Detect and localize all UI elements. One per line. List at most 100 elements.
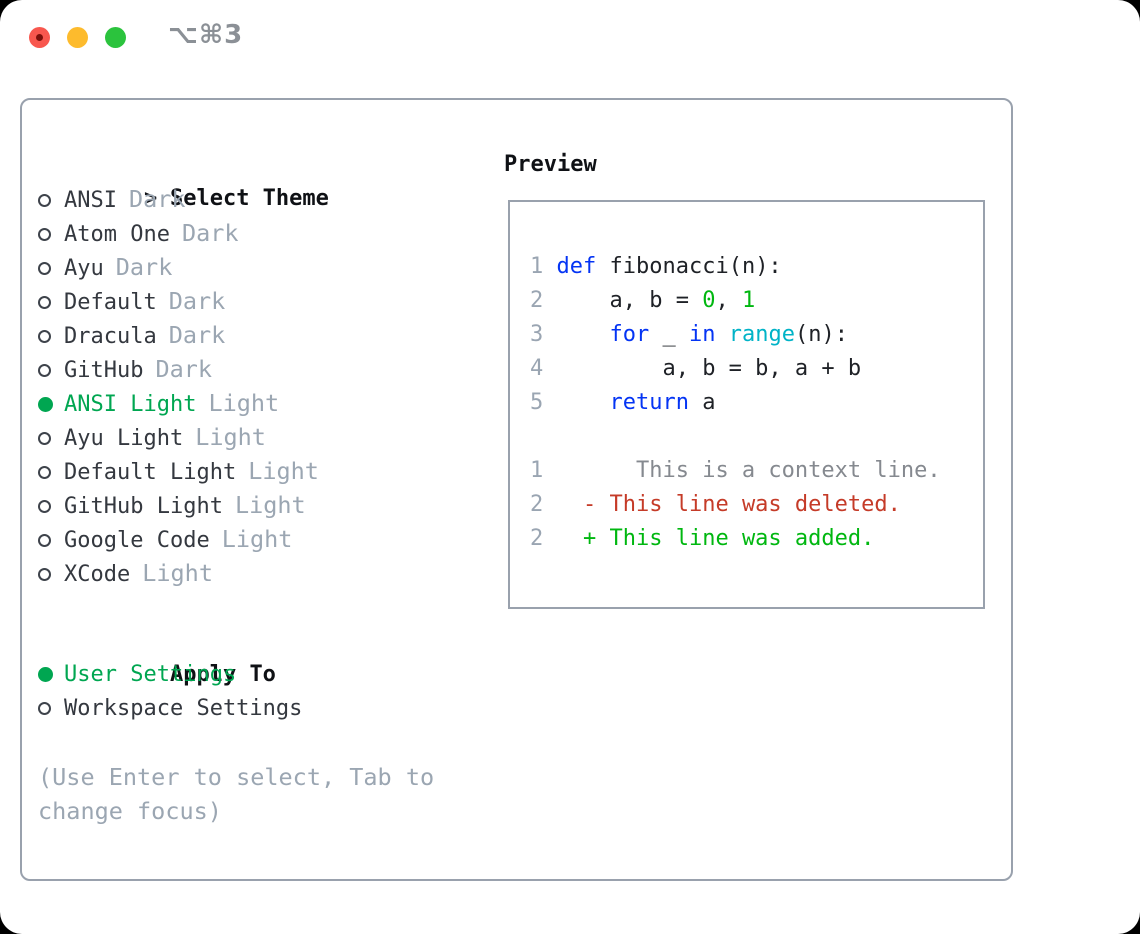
- theme-option-ayu-light[interactable]: Ayu Light Light: [38, 420, 468, 454]
- preview-line: 2 a, b = 0, 1: [530, 284, 983, 318]
- apply-option-workspace-settings[interactable]: Workspace Settings: [38, 692, 468, 726]
- code-segment-fg: [557, 390, 610, 415]
- window-title: ⌥⌘3: [168, 20, 244, 50]
- radio-selected-icon: [38, 397, 53, 412]
- code-segment-fg: a, b =: [556, 288, 703, 313]
- theme-option-label: ANSI Light: [64, 392, 197, 417]
- code-segment-fg: [557, 526, 584, 551]
- line-number: 2: [530, 492, 557, 517]
- code-segment-fg: a: [688, 390, 716, 415]
- line-number: 1: [530, 458, 557, 483]
- code-segment-kw: for: [609, 322, 650, 347]
- radio-icon: [38, 194, 51, 207]
- apply-option-label: User Settings: [64, 662, 237, 687]
- apply-option-user-settings[interactable]: User Settings: [38, 658, 468, 692]
- line-number: 2: [530, 288, 557, 313]
- select-theme-header: > Select Theme: [38, 148, 468, 211]
- preview-line: 2 + This line was added.: [530, 522, 983, 556]
- apply-to-title: Apply To: [169, 662, 276, 687]
- preview-line: 1 def fibonacci(n):: [530, 250, 983, 284]
- code-segment-fn: range: [728, 322, 795, 347]
- apply-option-label: Workspace Settings: [64, 696, 303, 721]
- zoom-button[interactable]: [105, 27, 126, 48]
- line-number: 3: [530, 322, 557, 347]
- code-segment-fg: fibonacci(n):: [596, 254, 782, 279]
- theme-variant-label: Dark: [128, 185, 186, 213]
- theme-option-atom-one[interactable]: Atom One Dark: [38, 216, 468, 250]
- theme-option-ansi[interactable]: ANSI Dark: [38, 182, 468, 216]
- code-segment-kw: in: [688, 322, 716, 347]
- radio-icon: [38, 702, 51, 715]
- spacer: [38, 590, 468, 624]
- theme-option-label: Atom One: [64, 222, 170, 247]
- radio-icon: [38, 500, 51, 513]
- radio-icon: [38, 262, 51, 275]
- line-number: 4: [530, 356, 557, 381]
- preview-line: 5 return a: [530, 386, 983, 420]
- theme-option-github[interactable]: GitHub Dark: [38, 352, 468, 386]
- line-number: 5: [530, 390, 557, 415]
- radio-icon: [38, 534, 51, 547]
- code-segment-fg: a, b = b, a + b: [556, 356, 862, 381]
- theme-option-label: GitHub: [64, 358, 144, 383]
- theme-option-label: Dracula: [64, 324, 157, 349]
- radio-icon: [38, 296, 51, 309]
- radio-icon: [38, 330, 51, 343]
- theme-option-label: Default Light: [64, 460, 237, 485]
- theme-option-label: Google Code: [64, 528, 210, 553]
- preview-line: 4 a, b = b, a + b: [530, 352, 983, 386]
- theme-option-label: ANSI: [64, 188, 117, 213]
- code-segment-fg: (n):: [794, 322, 848, 347]
- select-theme-title: Select Theme: [169, 186, 329, 211]
- line-number: 2: [530, 526, 557, 551]
- apply-to-header: Apply To: [38, 624, 468, 687]
- theme-option-label: Ayu: [64, 256, 104, 281]
- code-segment-fg: [715, 322, 728, 347]
- theme-option-label: Ayu Light: [64, 426, 184, 451]
- minimize-button[interactable]: [67, 27, 88, 48]
- theme-variant-label: Light: [248, 457, 319, 485]
- prompt-icon: >: [143, 186, 158, 211]
- code-segment-kw: def: [556, 254, 597, 279]
- radio-icon: [38, 432, 51, 445]
- theme-variant-label: Light: [234, 491, 306, 519]
- theme-variant-label: Dark: [168, 321, 226, 349]
- theme-variant-label: Dark: [181, 219, 239, 247]
- code-segment-add: + This line was added.: [583, 526, 875, 551]
- theme-variant-label: Dark: [155, 355, 213, 383]
- theme-variant-label: Dark: [115, 253, 173, 281]
- close-button[interactable]: [29, 27, 50, 48]
- theme-option-dracula[interactable]: Dracula Dark: [38, 318, 468, 352]
- radio-icon: [38, 364, 51, 377]
- close-dot-icon: [36, 34, 43, 41]
- theme-variant-label: Light: [195, 423, 266, 451]
- code-segment-fg: ,: [715, 288, 742, 313]
- preview-line: 3 for _ in range(n):: [530, 318, 983, 352]
- code-segment-num: 1: [741, 288, 756, 313]
- radio-selected-icon: [38, 667, 53, 682]
- preview-line: [530, 420, 983, 454]
- code-segment-fg: [557, 322, 610, 347]
- code-segment-del: - This line was deleted.: [583, 492, 901, 517]
- theme-option-default-light[interactable]: Default Light Light: [38, 454, 468, 488]
- line-number: [530, 424, 557, 449]
- theme-option-ayu[interactable]: Ayu Dark: [38, 250, 468, 284]
- code-segment-num: 0: [702, 288, 716, 313]
- spacer: [38, 726, 468, 760]
- theme-option-ansi-light[interactable]: ANSI Light Light: [38, 386, 468, 420]
- theme-variant-label: Dark: [168, 287, 226, 315]
- radio-icon: [38, 466, 51, 479]
- theme-variant-label: Light: [208, 389, 280, 417]
- radio-icon: [38, 228, 51, 241]
- preview-title: Preview: [504, 152, 597, 177]
